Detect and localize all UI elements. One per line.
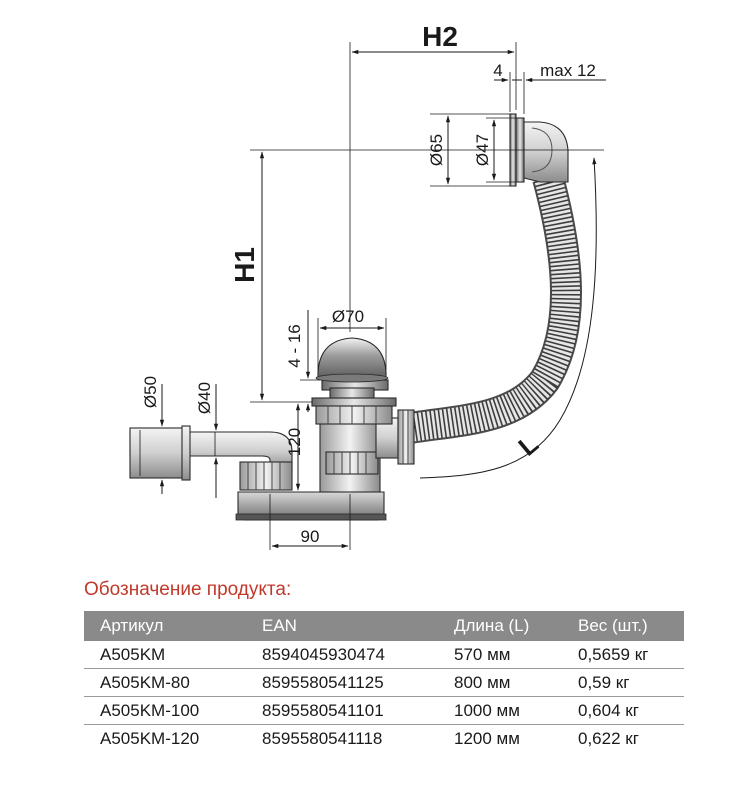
label-4-16: 4 - 16 xyxy=(285,324,304,367)
cell-weight: 0,5659 кг xyxy=(562,641,684,669)
label-h1: H1 xyxy=(229,247,260,283)
trap-body xyxy=(319,409,415,493)
cell-ean: 8594045930474 xyxy=(246,641,438,669)
column-header-length: Длина (L) xyxy=(438,611,562,641)
label-dia65: Ø65 xyxy=(427,134,446,166)
label-dia70: Ø70 xyxy=(332,307,364,326)
label-4: 4 xyxy=(493,61,502,80)
cell-article: A505KM xyxy=(84,641,246,669)
table-header-row: Артикул EAN Длина (L) Вес (шт.) xyxy=(84,611,684,641)
cell-length: 800 мм xyxy=(438,668,562,697)
product-spec-table: Артикул EAN Длина (L) Вес (шт.) A505KM 8… xyxy=(84,611,684,752)
cell-article: A505KM-100 xyxy=(84,696,246,725)
label-120: 120 xyxy=(285,428,304,456)
label-dia47: Ø47 xyxy=(473,134,492,166)
table-row: A505KM 8594045930474 570 мм 0,5659 кг xyxy=(84,641,684,669)
flexible-hose xyxy=(407,173,582,444)
label-dia50: Ø50 xyxy=(141,376,160,408)
cell-length: 1000 мм xyxy=(438,696,562,725)
cell-article: A505KM-80 xyxy=(84,668,246,697)
table-row: A505KM-80 8595580541125 800 мм 0,59 кг xyxy=(84,668,684,697)
label-dia40: Ø40 xyxy=(195,382,214,414)
cell-ean: 8595580541125 xyxy=(246,668,438,697)
label-90: 90 xyxy=(301,527,320,546)
base-plate xyxy=(235,491,387,521)
cell-ean: 8595580541101 xyxy=(246,696,438,725)
label-h2: H2 xyxy=(422,21,458,52)
outlet-pipe xyxy=(129,425,293,491)
drain-body xyxy=(311,337,397,425)
label-max12: max 12 xyxy=(540,61,596,80)
column-header-weight: Вес (шт.) xyxy=(562,611,684,641)
table-row: A505KM-100 8595580541101 1000 мм 0,604 к… xyxy=(84,696,684,725)
cell-weight: 0,622 кг xyxy=(578,728,639,748)
cell-length: 570 мм xyxy=(438,641,562,669)
product-designation-title: Обозначение продукта: xyxy=(84,579,292,600)
dimension-lines xyxy=(159,42,606,550)
cell-weight: 0,59 кг xyxy=(562,668,684,697)
cell-weight: 0,604 кг xyxy=(562,696,684,725)
column-header-ean: EAN xyxy=(246,611,438,641)
bath-drain-technical-drawing: H2 4 max 12 Ø65 Ø47 H1 Ø70 4 - 16 120 90… xyxy=(129,21,606,550)
cell-length: 1200 мм xyxy=(454,728,520,748)
cell-article: A505KM-120 xyxy=(100,728,200,748)
column-header-article: Артикул xyxy=(84,611,246,641)
table-row: A505KM-120 8595580541118 1200 мм 0,622 к… xyxy=(84,725,684,753)
cell-ean: 8595580541118 xyxy=(262,728,383,748)
